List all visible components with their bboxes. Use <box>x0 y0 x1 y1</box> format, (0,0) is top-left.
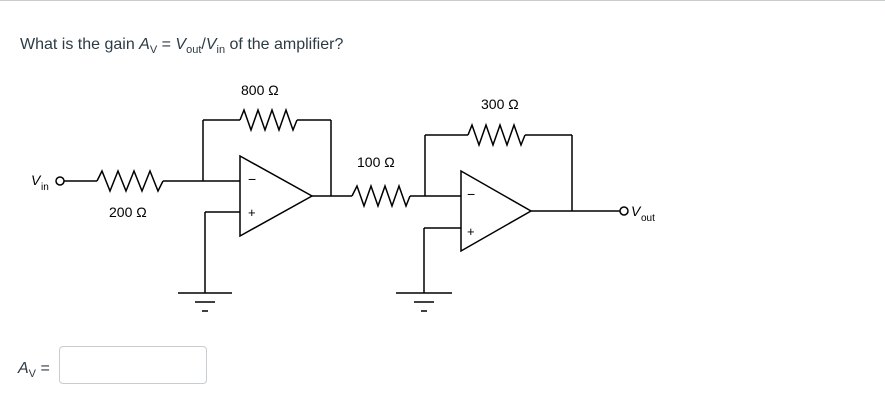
vin-symbol: V <box>205 36 217 53</box>
resistor-200-label: 200 Ω <box>109 204 147 220</box>
vout-label-subscript: out <box>641 213 655 224</box>
vin-label: V <box>31 172 42 188</box>
question-suffix: of the amplifier? <box>225 36 344 53</box>
vout-label: V <box>631 203 642 219</box>
op-amp-1-noninverting-sign: + <box>248 205 256 220</box>
vout-subscript: out <box>186 44 202 57</box>
answer-gain-symbol: A <box>18 360 29 377</box>
vout-terminal <box>619 206 629 216</box>
op-amp-1 <box>239 154 314 238</box>
gain-subscript: V <box>149 44 158 57</box>
resistor-300-label: 300 Ω <box>481 96 519 112</box>
vin-subscript: in <box>216 44 226 57</box>
resistor-800 <box>239 107 298 133</box>
op-amp-2-inverting-sign: − <box>467 186 475 202</box>
op-amp-2 <box>460 169 533 253</box>
vin-terminal <box>55 176 65 186</box>
answer-label: AV = <box>18 360 50 380</box>
equals-sign: = <box>157 36 176 53</box>
op-amp-2-noninverting-sign: + <box>467 224 475 239</box>
resistor-800-label: 800 Ω <box>241 82 279 98</box>
question-text: What is the gain AV = Vout/Vin of the am… <box>20 36 343 56</box>
vout-symbol: V <box>175 36 187 53</box>
answer-equals: = <box>36 360 50 377</box>
answer-gain-subscript: V <box>28 368 37 381</box>
question-prefix: What is the gain <box>20 36 140 53</box>
top-divider <box>0 0 885 1</box>
op-amp-1-inverting-sign: − <box>248 171 256 187</box>
slash: / <box>201 36 206 53</box>
gain-symbol: A <box>139 36 150 53</box>
resistor-300 <box>467 122 526 148</box>
resistor-100-label: 100 Ω <box>357 154 395 170</box>
gain-answer-input[interactable] <box>59 346 207 384</box>
resistor-100 <box>351 183 411 209</box>
vin-label-subscript: in <box>41 182 49 193</box>
resistor-200 <box>96 168 164 194</box>
